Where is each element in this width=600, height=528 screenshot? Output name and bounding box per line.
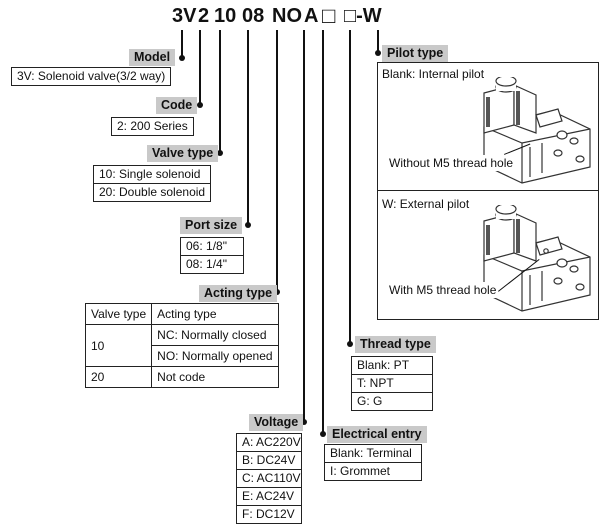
thread-type-header: Thread type bbox=[355, 336, 436, 353]
leader-line-pilot-type bbox=[377, 30, 379, 54]
code-part-acting-type: NO bbox=[272, 5, 302, 27]
code-part-thread-pilot: □-W bbox=[344, 5, 382, 27]
table-row: NO: Normally opened bbox=[86, 345, 279, 367]
code-part-port-size: 08 bbox=[242, 5, 265, 27]
thread-type-options: Blank: PT T: NPT G: G bbox=[351, 356, 433, 411]
table-cell-acting: Not code bbox=[151, 366, 279, 388]
dot-code bbox=[197, 102, 203, 108]
voltage-options: A: AC220V B: DC24V C: AC110V E: AC24V F:… bbox=[236, 433, 302, 524]
external-pilot-callout: With M5 thread hole bbox=[389, 282, 497, 298]
model-option: 3V: Solenoid valve(3/2 way) bbox=[17, 69, 166, 83]
model-code-string: 3V 2 10 08 NO A □ □-W bbox=[0, 2, 600, 30]
dot-valve-type bbox=[217, 150, 223, 156]
leader-line-acting-type bbox=[276, 30, 278, 294]
external-pilot-valve-illustration bbox=[483, 205, 591, 312]
voltage-option: C: AC110V bbox=[237, 470, 301, 488]
thread-type-option: Blank: PT bbox=[352, 357, 432, 375]
pilot-type-header: Pilot type bbox=[382, 45, 449, 62]
code-header: Code bbox=[156, 97, 198, 114]
port-size-options: 06: 1/8" 08: 1/4" bbox=[180, 237, 244, 274]
code-option: 2: 200 Series bbox=[117, 119, 188, 133]
table-cell-acting: NC: Normally closed bbox=[151, 324, 279, 346]
table-cell-valve: 20 bbox=[84, 366, 153, 388]
port-size-header: Port size bbox=[180, 217, 243, 234]
table-header-row: Valve type Acting type bbox=[84, 303, 279, 325]
pilot-type-panel: Blank: Internal pilot bbox=[377, 62, 599, 320]
internal-pilot-valve-illustration bbox=[483, 77, 591, 184]
code-part-code: 2 bbox=[198, 5, 210, 27]
port-size-option: 06: 1/8" bbox=[181, 238, 243, 256]
dot-electrical-entry bbox=[320, 431, 326, 437]
thread-type-option: T: NPT bbox=[352, 375, 432, 393]
voltage-option: E: AC24V bbox=[237, 488, 301, 506]
electrical-entry-options: Blank: Terminal I: Grommet bbox=[324, 444, 422, 481]
valve-type-option: 20: Double solenoid bbox=[99, 185, 206, 199]
valve-type-options: 10: Single solenoid 20: Double solenoid bbox=[93, 165, 212, 202]
internal-pilot-callout: Without M5 thread hole bbox=[389, 155, 514, 171]
leader-line-port-size bbox=[247, 30, 249, 227]
internal-pilot-label: Blank: Internal pilot bbox=[382, 67, 485, 81]
dot-pilot-type bbox=[375, 50, 381, 56]
model-header: Model bbox=[129, 49, 176, 66]
column-header: Valve type bbox=[84, 303, 153, 325]
internal-pilot-section: Blank: Internal pilot bbox=[378, 63, 598, 191]
leader-line-voltage bbox=[303, 30, 305, 424]
acting-type-table: Valve type Acting type 10 NC: Normally c… bbox=[84, 303, 279, 388]
leader-line-code bbox=[199, 30, 201, 107]
voltage-option: B: DC24V bbox=[237, 452, 301, 470]
leader-line-valve-type bbox=[219, 30, 221, 155]
voltage-header: Voltage bbox=[249, 414, 304, 431]
leader-line-electrical-entry bbox=[322, 30, 324, 434]
table-row: 20 Not code bbox=[84, 366, 279, 388]
voltage-option: F: DC12V bbox=[242, 507, 295, 521]
leader-line-thread-type bbox=[349, 30, 351, 345]
electrical-entry-option: Blank: Terminal bbox=[325, 445, 421, 463]
voltage-option: A: AC220V bbox=[237, 434, 301, 452]
external-pilot-section: W: External pilot bbox=[378, 191, 598, 319]
table-cell-valve: 10 bbox=[84, 324, 153, 367]
dot-voltage bbox=[301, 419, 307, 425]
code-part-voltage: A bbox=[304, 5, 319, 27]
code-part-valve-type: 10 bbox=[214, 5, 237, 27]
table-cell-acting: NO: Normally opened bbox=[151, 345, 279, 367]
code-part-series: 3V bbox=[172, 5, 197, 27]
electrical-entry-header: Electrical entry bbox=[327, 426, 427, 443]
electrical-entry-option: I: Grommet bbox=[330, 464, 391, 478]
dot-port-size bbox=[245, 222, 251, 228]
valve-type-header: Valve type bbox=[147, 145, 219, 162]
valve-type-option: 10: Single solenoid bbox=[94, 166, 211, 184]
acting-type-header: Acting type bbox=[199, 285, 278, 302]
thread-type-option: G: G bbox=[357, 394, 383, 408]
code-part-electrical-entry: □ bbox=[322, 3, 336, 28]
leader-line-model bbox=[181, 30, 183, 60]
external-pilot-label: W: External pilot bbox=[382, 197, 470, 211]
column-header: Acting type bbox=[151, 303, 279, 325]
code-options: 2: 200 Series bbox=[111, 117, 194, 136]
model-options: 3V: Solenoid valve(3/2 way) bbox=[11, 67, 172, 86]
port-size-option: 08: 1/4" bbox=[186, 257, 227, 271]
dot-thread-type bbox=[347, 341, 353, 347]
dot-model bbox=[179, 55, 185, 61]
table-row: 10 NC: Normally closed bbox=[84, 324, 279, 367]
